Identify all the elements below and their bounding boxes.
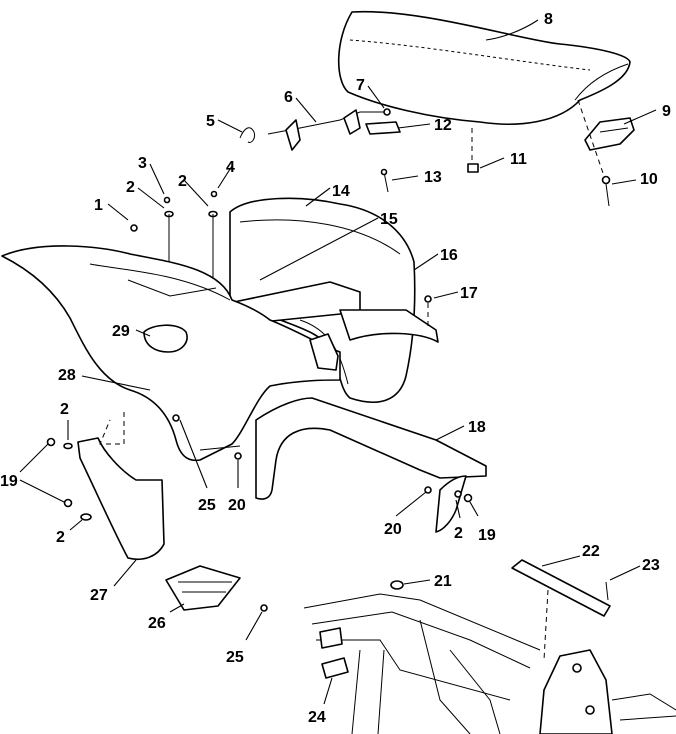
callout-2c: 2 xyxy=(60,401,69,418)
callout-19b: 19 xyxy=(478,527,496,544)
bracket-guide-line xyxy=(543,589,549,661)
flap-mount-guide xyxy=(99,412,125,445)
callout-21: 21 xyxy=(434,573,452,590)
leader-lines xyxy=(19,19,657,705)
mud-guard xyxy=(255,397,487,533)
seat-pad xyxy=(365,121,401,135)
screw-4 xyxy=(210,190,218,198)
seat-bolt xyxy=(467,128,479,173)
latch-bolt xyxy=(601,175,611,207)
callout-1: 1 xyxy=(94,197,103,214)
callout-23: 23 xyxy=(642,557,660,574)
rear-rack xyxy=(229,197,416,403)
callout-24: 24 xyxy=(308,709,326,726)
callout-22: 22 xyxy=(582,543,600,560)
callout-2d: 2 xyxy=(56,529,65,546)
seat-hook xyxy=(239,127,255,143)
callout-14: 14 xyxy=(332,183,350,200)
screw-25b xyxy=(260,604,268,612)
callout-16: 16 xyxy=(440,247,458,264)
callout-10: 10 xyxy=(640,171,658,188)
callout-17: 17 xyxy=(460,285,478,302)
callout-29: 29 xyxy=(112,323,130,340)
callout-6: 6 xyxy=(284,89,293,106)
seat-cable xyxy=(267,108,391,151)
callout-12: 12 xyxy=(434,117,452,134)
callout-15: 15 xyxy=(380,211,398,228)
callout-13: 13 xyxy=(424,169,442,186)
mud-flap xyxy=(77,437,165,560)
callout-19a: 19 xyxy=(0,473,18,490)
callout-18: 18 xyxy=(468,419,486,436)
callout-5: 5 xyxy=(206,113,215,130)
callout-20a: 20 xyxy=(228,497,246,514)
latch-guide-line xyxy=(577,99,605,177)
callout-2a: 2 xyxy=(126,179,135,196)
rear-fender xyxy=(1,245,341,462)
fender-screw-1 xyxy=(130,224,138,232)
bumper-21 xyxy=(390,580,404,590)
bolt-23 xyxy=(605,581,609,601)
footrest-bracket xyxy=(165,565,241,611)
callout-25a: 25 xyxy=(198,497,216,514)
screw-3 xyxy=(163,196,171,204)
callout-labels: 8 9 10 11 12 13 7 6 5 4 3 2 2 1 14 15 16… xyxy=(0,11,671,726)
callout-2b: 2 xyxy=(178,173,187,190)
screw-17 xyxy=(424,295,432,330)
callout-11: 11 xyxy=(510,151,527,168)
reflector-24 xyxy=(321,657,349,679)
pin-13 xyxy=(380,168,389,193)
seat-latch-bracket xyxy=(584,117,635,151)
fasteners xyxy=(46,414,473,521)
frame xyxy=(303,593,676,734)
callout-4: 4 xyxy=(226,159,235,176)
support-bracket xyxy=(511,559,611,617)
callout-26: 26 xyxy=(148,615,166,632)
callout-9: 9 xyxy=(662,103,671,120)
callout-25b: 25 xyxy=(226,649,244,666)
callout-2e: 2 xyxy=(454,525,463,542)
callout-27: 27 xyxy=(90,587,108,604)
callout-7: 7 xyxy=(356,77,365,94)
callout-8: 8 xyxy=(544,11,553,28)
callout-3: 3 xyxy=(138,155,147,172)
fender-panel xyxy=(339,309,439,343)
seat xyxy=(337,10,631,125)
callout-28: 28 xyxy=(58,367,76,384)
callout-20b: 20 xyxy=(384,521,402,538)
